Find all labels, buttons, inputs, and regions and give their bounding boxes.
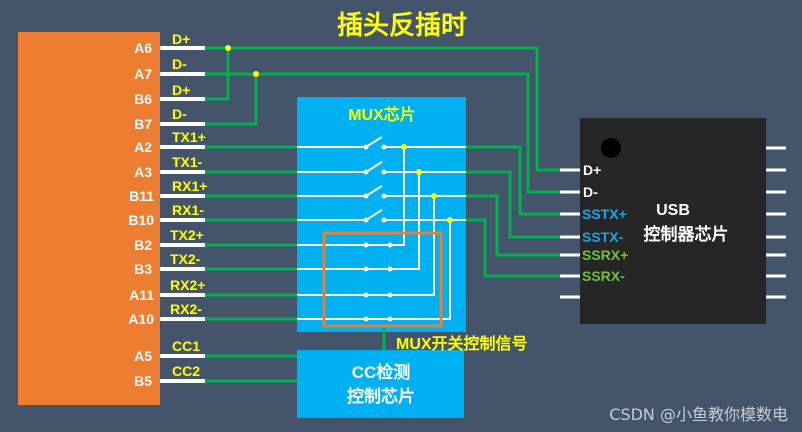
cc-chip-label-line2: 控制芯片 bbox=[347, 386, 415, 406]
pin-name: A7 bbox=[134, 66, 152, 82]
signal-label: RX1+ bbox=[172, 178, 207, 194]
mux-switch-2 bbox=[365, 161, 383, 173]
wire-dm-a bbox=[205, 72, 560, 194]
signal-wires bbox=[205, 46, 560, 383]
pin-name: B7 bbox=[134, 116, 152, 132]
signal-label: RX2- bbox=[170, 301, 202, 317]
wire-ssrxm bbox=[466, 218, 560, 278]
signal-label: D- bbox=[172, 56, 187, 72]
usb-pin-label: D+ bbox=[583, 162, 601, 178]
wire-dm-b bbox=[205, 74, 258, 126]
signal-label: CC1 bbox=[172, 338, 200, 354]
pin-name: B3 bbox=[134, 261, 152, 277]
signal-label: RX2+ bbox=[170, 277, 205, 293]
signal-label: TX1- bbox=[172, 154, 203, 170]
pin-name: B11 bbox=[129, 188, 154, 204]
pin-name: A11 bbox=[129, 287, 154, 303]
usb-pin-label: D- bbox=[583, 184, 598, 200]
pin-name: A5 bbox=[134, 348, 152, 364]
wire-sstxm bbox=[466, 170, 560, 239]
pin-name: A6 bbox=[134, 40, 152, 56]
wire-sstxp bbox=[466, 145, 560, 216]
signal-label: D+ bbox=[172, 31, 190, 47]
mux-switch-1 bbox=[365, 136, 383, 148]
diagram-title: 插头反插时 bbox=[337, 10, 467, 40]
pin-name-labels: A6 A7 B6 B7 A2 A3 B11 B10 B2 B3 A11 A10 … bbox=[128, 40, 154, 389]
usb-pin-label: SSTX- bbox=[582, 229, 624, 245]
active-switch-highlight bbox=[322, 231, 443, 328]
cc-chip-label-line1: CC检测 bbox=[352, 362, 411, 382]
pin-name: B10 bbox=[128, 212, 154, 228]
signal-label: D- bbox=[172, 106, 187, 122]
usb-pin-label: SSRX- bbox=[582, 268, 625, 284]
pin-name: A10 bbox=[128, 311, 154, 327]
pin-name: A2 bbox=[134, 139, 152, 155]
signal-label: TX2+ bbox=[170, 227, 204, 243]
mux-internal bbox=[297, 136, 466, 320]
usb-chip-label-line2: 控制器芯片 bbox=[644, 224, 729, 244]
mux-switch-3 bbox=[365, 185, 383, 197]
wire-ssrxp bbox=[466, 194, 560, 257]
mux-switch-4 bbox=[365, 209, 383, 221]
usb-pin-label: SSTX+ bbox=[582, 206, 627, 222]
usb-left-pins bbox=[560, 168, 580, 299]
pin-name: A3 bbox=[134, 164, 152, 180]
typec-connector bbox=[18, 32, 160, 405]
usb-chip-label-line1: USB bbox=[656, 202, 690, 219]
pin-name: B2 bbox=[134, 237, 152, 253]
signal-label: D+ bbox=[172, 82, 190, 98]
mux-contact-dots bbox=[363, 144, 393, 322]
junction-dots bbox=[225, 45, 259, 77]
signal-label: TX2- bbox=[170, 251, 201, 267]
wire-dp-a bbox=[205, 46, 560, 172]
cc-detect-chip bbox=[297, 350, 464, 418]
wire-dp-b bbox=[205, 48, 230, 101]
usb-pin-labels: D+ D- SSTX+ SSTX- SSRX+ SSRX- bbox=[582, 162, 628, 284]
signal-label: CC2 bbox=[172, 363, 200, 379]
signal-label: RX1- bbox=[172, 202, 204, 218]
pin-name: B5 bbox=[134, 373, 152, 389]
usb-right-pins bbox=[766, 146, 786, 299]
signal-label: TX1+ bbox=[172, 129, 206, 145]
signal-labels: D+ D- D+ D- TX1+ TX1- RX1+ RX1- TX2+ TX2… bbox=[170, 31, 207, 379]
pin1-marker bbox=[601, 138, 621, 158]
usb-pin-label: SSRX+ bbox=[582, 247, 628, 263]
mux-chip-label: MUX芯片 bbox=[348, 105, 416, 124]
connector-leads bbox=[160, 46, 205, 383]
crossover-junction-dots bbox=[401, 144, 453, 223]
mux-control-label: MUX开关控制信号 bbox=[396, 334, 528, 353]
pin-name: B6 bbox=[134, 91, 152, 107]
watermark: CSDN @小鱼教你模数电 bbox=[609, 405, 788, 424]
